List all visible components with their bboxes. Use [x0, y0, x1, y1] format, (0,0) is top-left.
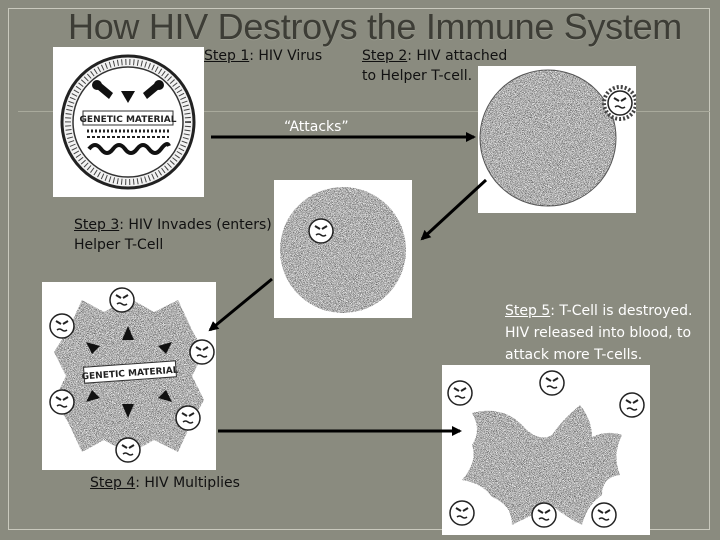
- hiv-multiplies-image: GENETIC MATERIAL: [42, 282, 216, 470]
- step1-label: Step 1: HIV Virus: [204, 48, 323, 64]
- attacks-label: “Attacks”: [284, 119, 349, 135]
- step5-label: Step 5: T-Cell is destroyed. HIV release…: [505, 303, 693, 363]
- step4-label: Step 4: HIV Multiplies: [90, 475, 240, 491]
- tcell-destroyed-image: [442, 365, 650, 535]
- step2-label: Step 2: HIV attached to Helper T-cell.: [362, 48, 508, 84]
- title-divider: [18, 111, 710, 112]
- hiv-attached-image: [478, 66, 636, 213]
- hiv-virus-image: GENETIC MATERIAL: [53, 47, 204, 197]
- hiv-invades-image: [274, 180, 412, 318]
- step3-label: Step 3: HIV Invades (enters) Helper T-Ce…: [74, 217, 272, 253]
- virus-genetic-label: GENETIC MATERIAL: [80, 115, 177, 125]
- slide-frame: [8, 8, 710, 530]
- slide-title: How HIV Destroys the Immune System: [68, 6, 682, 47]
